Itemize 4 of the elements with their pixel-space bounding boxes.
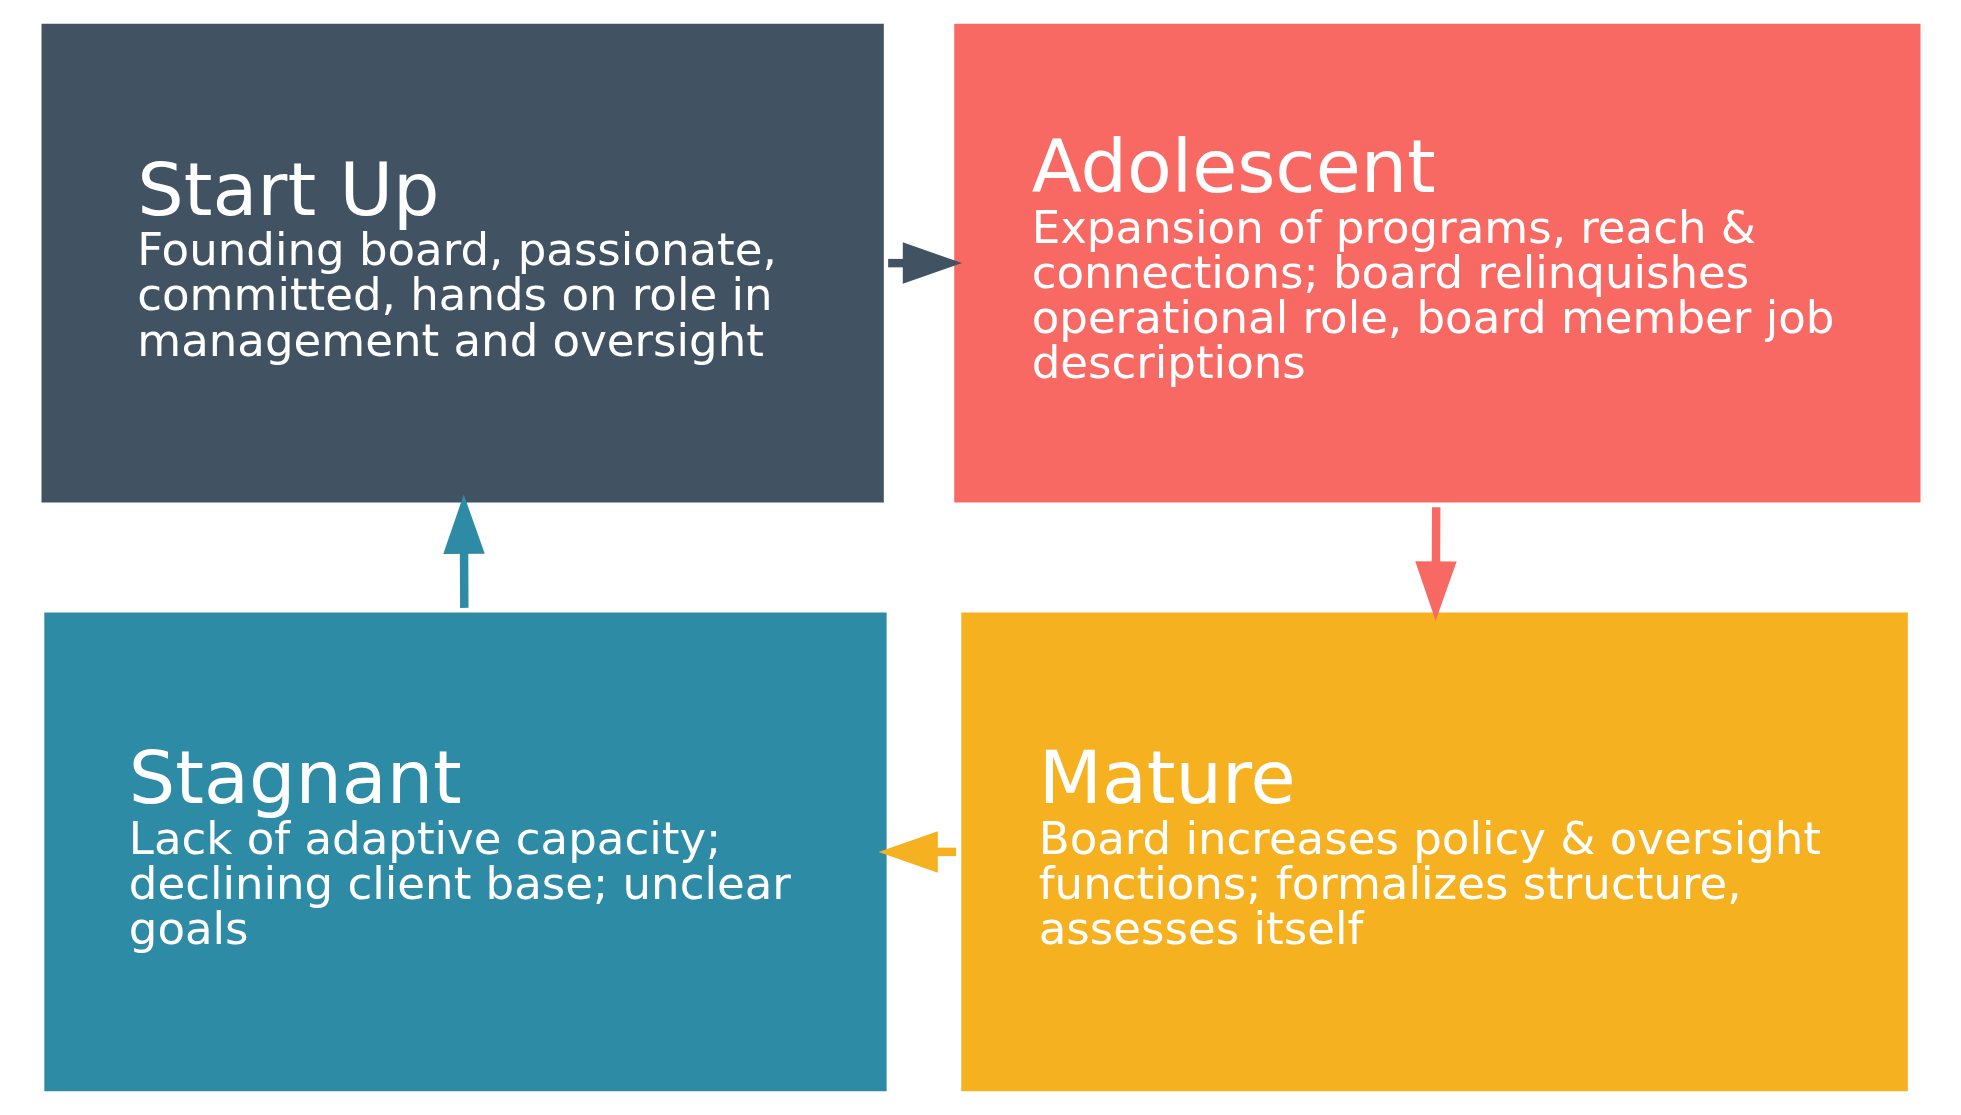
arrow xyxy=(878,831,956,873)
arrow xyxy=(1414,507,1457,621)
arrow xyxy=(442,494,485,608)
arrow xyxy=(887,242,962,284)
